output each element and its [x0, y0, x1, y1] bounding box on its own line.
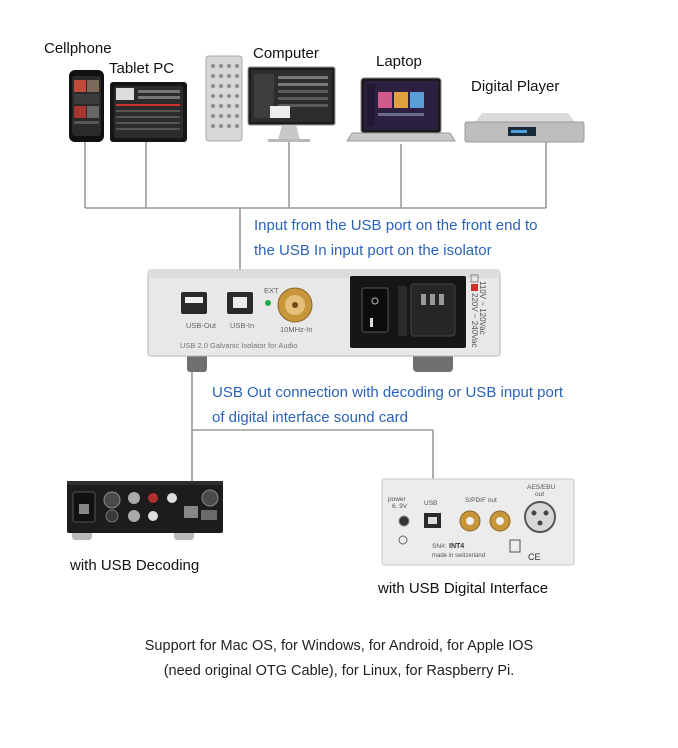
decoding-label: with USB Decoding — [70, 557, 200, 574]
cellphone-label: Cellphone — [44, 40, 112, 57]
computer-monitor — [247, 66, 336, 142]
compatibility-footer: Support for Mac OS, for Windows, for And… — [0, 634, 678, 684]
interface-sn-label: SN#: — [432, 543, 447, 550]
interface-spdif-label: S/PDIF out — [465, 497, 497, 504]
laptop-label: Laptop — [376, 53, 422, 70]
desktop-tower — [205, 55, 243, 142]
interface-aes-label: AES/EBU — [527, 484, 555, 491]
interface-usb-label: USB — [424, 500, 437, 507]
interface-aes-out-label: out — [535, 491, 544, 498]
output-note-line2: of digital interface sound card — [212, 409, 408, 426]
digital-player-label: Digital Player — [471, 78, 560, 95]
usb-digital-interface-device: power 6..9V USB S/PDIF out AES/EBU out S… — [381, 478, 575, 566]
clock-port-label: 10MHz-In — [280, 325, 313, 334]
ext-label: EXT — [264, 286, 279, 295]
voltage-low-label: 110V ~ 120Vac — [478, 281, 487, 335]
input-note-line2: the USB In input port on the isolator — [254, 242, 492, 259]
isolator-title: USB 2.0 Galvanic Isolator for Audio — [180, 341, 298, 350]
output-note-line1: USB Out connection with decoding or USB … — [212, 384, 564, 401]
computer-label: Computer — [253, 45, 319, 62]
laptop-device — [346, 77, 456, 142]
interface-power-label: power — [388, 496, 407, 503]
interface-power-voltage: 6..9V — [392, 503, 408, 510]
tablet-device — [110, 82, 187, 142]
interface-model-label: INT4 — [449, 543, 464, 550]
usb-out-port-label: USB-Out — [186, 321, 217, 330]
digital-player-device — [464, 113, 585, 143]
usb-in-port-label: USB-In — [230, 321, 254, 330]
voltage-high-label: 220V ~ 240Vac — [470, 293, 479, 347]
usb-decoder-device — [67, 481, 223, 540]
cellphone-device — [69, 70, 104, 142]
footer-line2: (need original OTG Cable), for Linux, fo… — [163, 663, 515, 679]
usb-isolator: 110V ~ 120Vac 220V ~ 240Vac USB-Out USB-… — [147, 269, 501, 372]
interface-label: with USB Digital Interface — [378, 580, 549, 597]
input-note-line1: Input from the USB port on the front end… — [254, 217, 538, 234]
interface-made-label: made in switzerland — [432, 553, 485, 559]
ce-mark: CE — [528, 552, 541, 562]
footer-line1: Support for Mac OS, for Windows, for And… — [144, 638, 534, 654]
tablet-label: Tablet PC — [109, 60, 175, 77]
connection-lines — [84, 140, 547, 513]
